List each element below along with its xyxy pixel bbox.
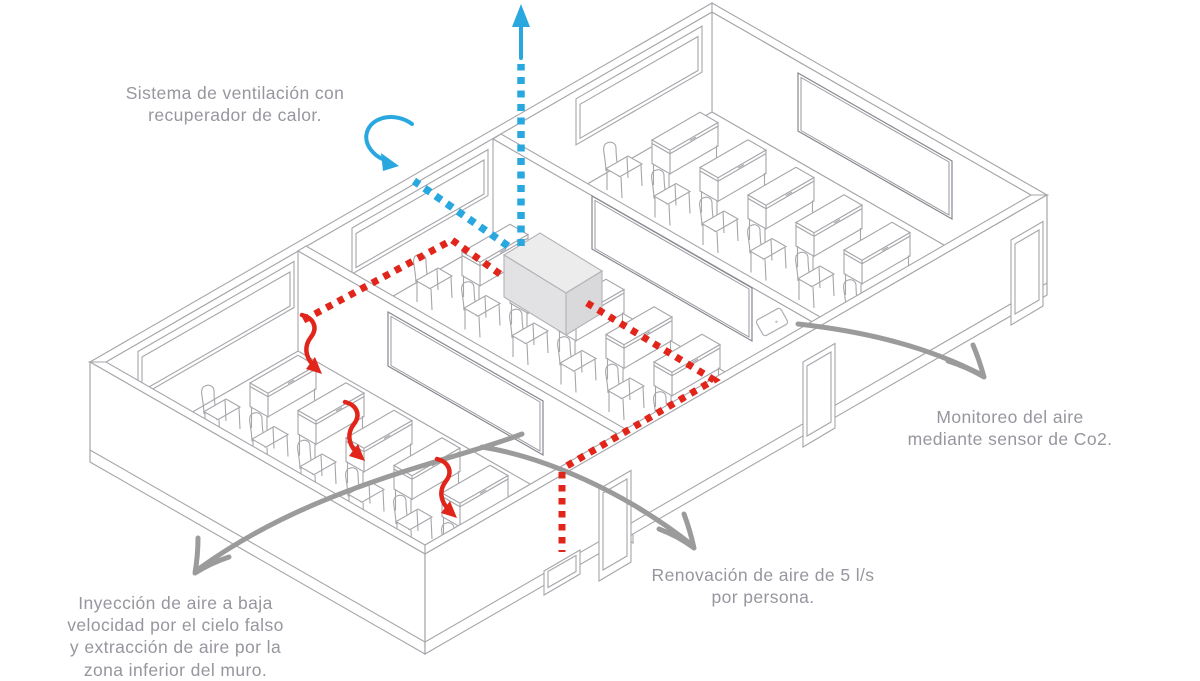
exhaust-arrowhead — [512, 4, 530, 27]
label-co2-monitoring-line1: Monitoreo del aire — [936, 407, 1084, 427]
fresh-air-intake-arrow — [364, 115, 414, 162]
label-air-injection-line3: y extracción de aire por la — [69, 637, 282, 658]
renewal-arrow — [479, 444, 697, 551]
partition-wall-b — [491, 133, 838, 432]
door-room3 — [1010, 220, 1044, 326]
label-air-injection-line1: Inyección de aire a baja — [78, 593, 273, 613]
extraction-arrow-left — [192, 431, 525, 576]
label-air-renewal: Renovación de aire de 5 l/s por persona. — [608, 564, 918, 608]
label-air-injection: Inyección de aire a baja velocidad por e… — [28, 592, 323, 681]
window-room2 — [351, 148, 489, 275]
front-walls — [87, 194, 1050, 655]
gray-arrows — [192, 321, 987, 576]
co2-monitoring-arrow — [795, 321, 987, 380]
label-co2-monitoring-line2: mediante sensor de Co2. — [907, 429, 1113, 450]
label-air-injection-line4: zona inferior del muro. — [83, 659, 268, 680]
corner-edges — [89, 195, 1048, 654]
wall-front-right-base-trim — [424, 282, 1048, 643]
intake-duct — [411, 177, 511, 250]
intake-arrowhead — [381, 153, 399, 171]
supply-air-system — [298, 235, 721, 552]
ceiling-supply-duct-left — [298, 235, 503, 326]
heat-recovery-unit — [502, 232, 604, 336]
supply-outlet-arrow-2 — [342, 399, 360, 455]
window-room3 — [575, 25, 703, 146]
label-air-renewal-line1: Renovación de aire de 5 l/s — [651, 565, 875, 585]
blackboard-room2 — [591, 194, 753, 343]
wall-front-left-base-trim — [89, 449, 426, 643]
whiteboard-room3 — [797, 71, 953, 221]
door-room2 — [802, 342, 836, 448]
blue-arrowheads — [381, 4, 530, 171]
extraction-grille — [543, 549, 581, 596]
partition-wall-a — [296, 245, 643, 544]
supply-outlet-arrow-3 — [434, 456, 452, 512]
label-heat-recovery: Sistema de ventilación con recuperador d… — [85, 82, 385, 126]
label-heat-recovery-line1: Sistema de ventilación con — [125, 83, 345, 103]
exhaust-air-system — [364, 4, 530, 250]
label-air-renewal-line2: por persona. — [711, 587, 815, 608]
red-arrowheads — [306, 357, 457, 518]
window-strips — [137, 25, 703, 399]
label-co2-monitoring: Monitoreo del aire mediante sensor de Co… — [865, 406, 1155, 450]
label-air-injection-line2: velocidad por el cielo falso — [67, 615, 284, 636]
co2-sensor — [755, 307, 789, 337]
supply-outlet-arrow-1 — [299, 312, 317, 368]
ceiling-supply-duct-right — [563, 300, 721, 471]
whiteboard-room1 — [387, 310, 544, 457]
label-heat-recovery-line2: recuperador de calor. — [148, 105, 322, 126]
